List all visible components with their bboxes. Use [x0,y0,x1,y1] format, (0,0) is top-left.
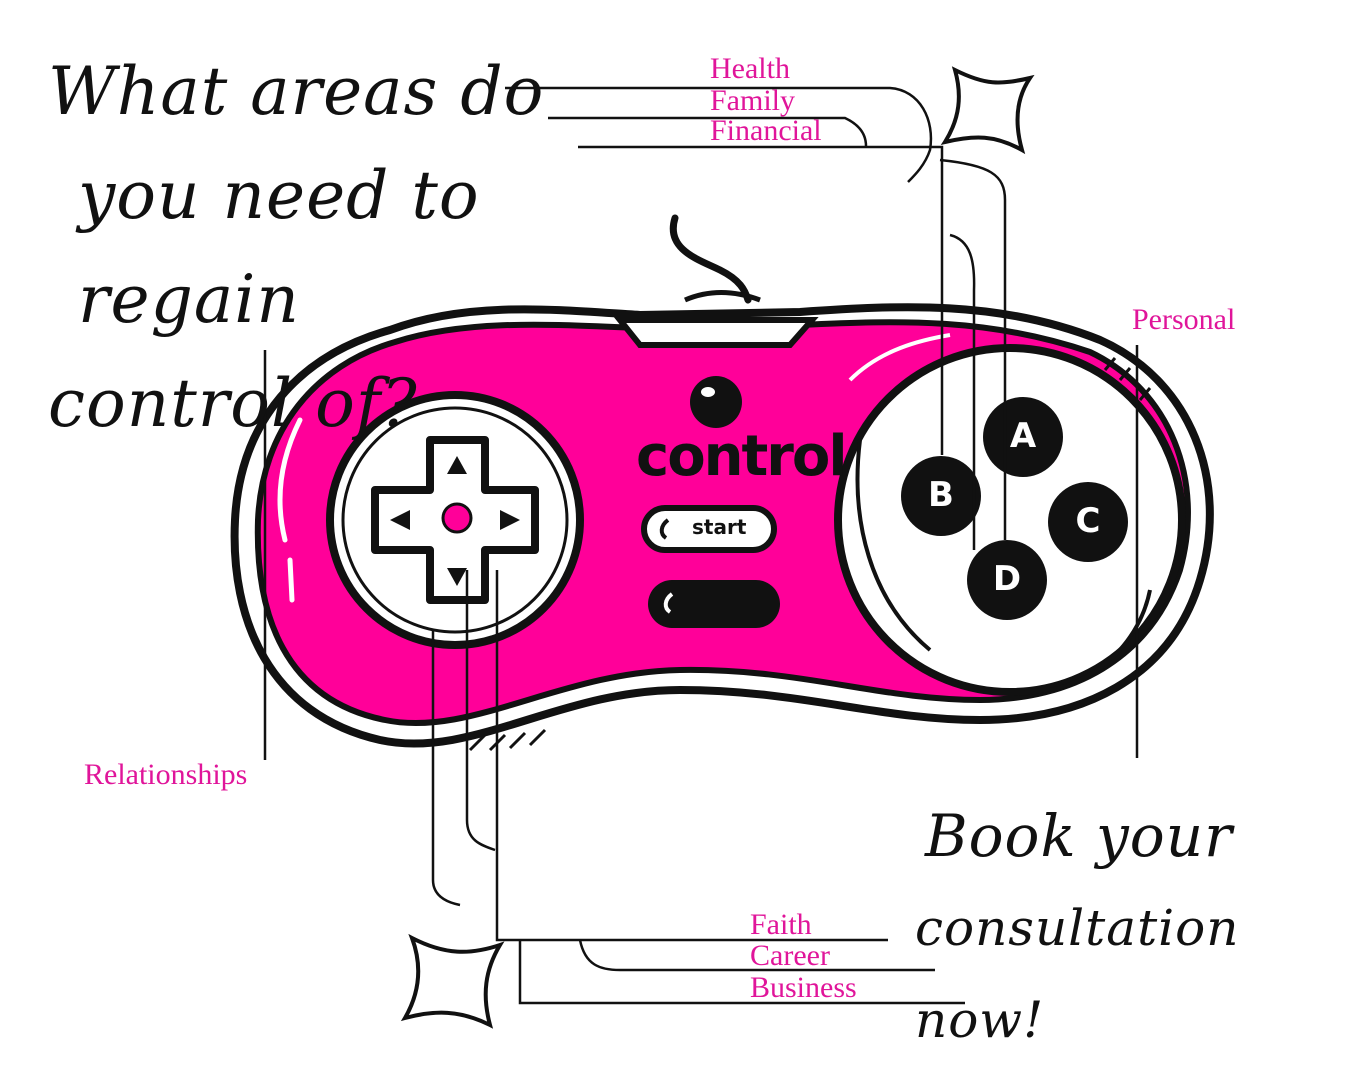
start-button-label: start [692,515,747,539]
label-financial: Financial [710,114,822,147]
headline-line-3: control of? [48,365,418,442]
button-b [901,456,981,536]
label-family: Family [710,84,796,117]
sparkle-icon-top [940,66,1035,155]
headline-line-1: What areas do [48,53,545,130]
dpad-left-icon [390,510,410,530]
label-faith: Faith [750,908,812,941]
start-button-shape [641,505,777,553]
center-knob [690,376,742,428]
label-career: Career [750,939,830,972]
button-b-label: B [928,475,954,515]
cta-line-1: Book your [925,802,1233,870]
label-personal: Personal [1132,303,1236,336]
button-c [1048,482,1128,562]
label-relationships: Relationships [84,758,248,791]
cta-text[interactable]: Book your consultation now! [915,790,1355,1066]
label-health: Health [710,52,790,85]
button-d [967,540,1047,620]
controller-cable [669,214,752,304]
dpad-right-icon [500,510,520,530]
label-business: Business [750,971,857,1004]
dpad-center [441,502,473,534]
button-d-label: D [992,559,1022,599]
button-a [983,397,1063,477]
cta-line-2: consultation now! [915,899,1240,1049]
button-a-label: A [1009,416,1037,456]
button-c-label: C [1075,501,1101,541]
dpad-up-icon [447,456,467,474]
connector-lines [263,86,1139,1005]
controller-brand: control [636,424,848,489]
dpad-down-icon [447,568,467,586]
headline: What areas do you need to regain control… [48,40,608,456]
action-ring [834,344,1186,696]
headline-line-2: you need to regain [78,157,480,338]
select-button-shape [648,580,780,628]
sparkle-icon-bottom [400,933,505,1029]
